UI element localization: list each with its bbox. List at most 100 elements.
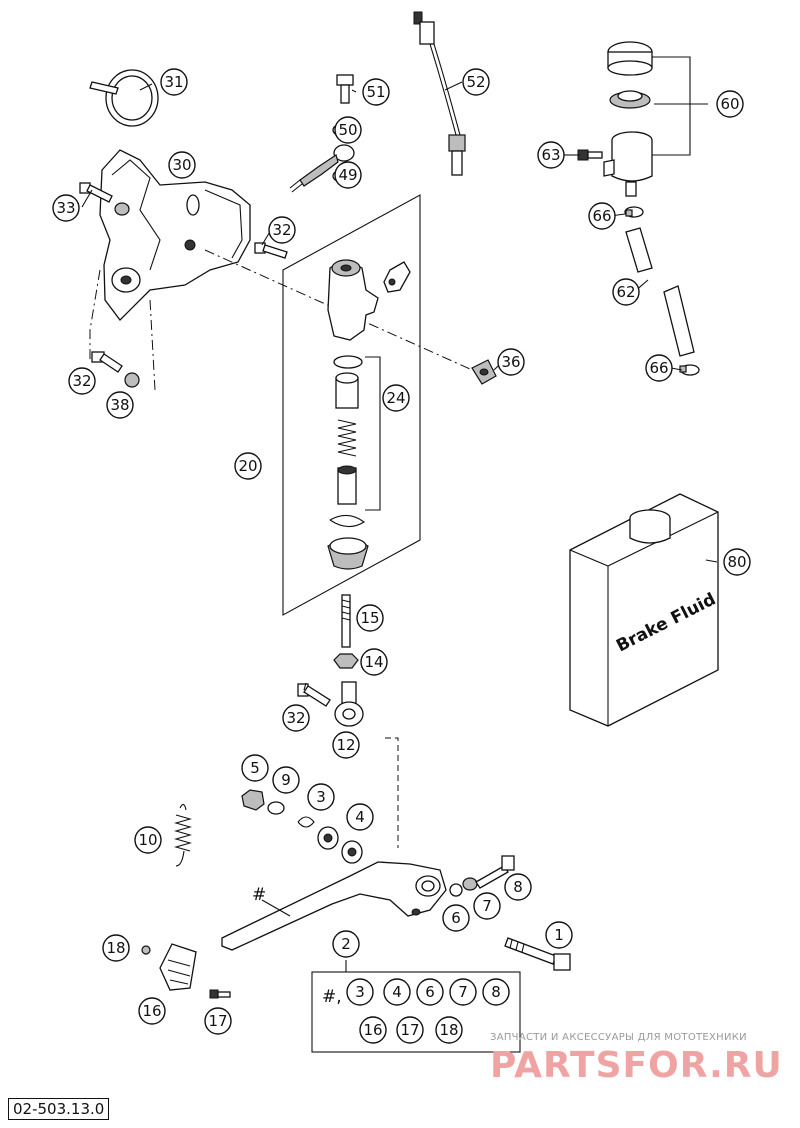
callout-label: 16 [142, 1002, 161, 1020]
piston-sleeve-part [335, 372, 359, 409]
callout-circle [645, 354, 673, 382]
kit-item-label: 17 [400, 1021, 419, 1039]
kit-item-18: 18 [435, 1016, 463, 1044]
callout-14: 14 [360, 648, 388, 676]
callout-circle [134, 826, 162, 854]
pivot-washer-part [267, 801, 285, 815]
pedal-screw-part [209, 989, 231, 999]
callout-60: 60 [716, 90, 744, 118]
callout-label: 66 [649, 359, 668, 377]
callout-66b: 66 [645, 354, 673, 382]
lever-screw-part [449, 855, 515, 897]
callout-label: 7 [482, 897, 492, 915]
callout-label: 33 [56, 199, 75, 217]
callout-circle [356, 604, 384, 632]
bracket-part [99, 149, 251, 321]
kit-item-7: 7 [449, 978, 477, 1006]
callout-circle [723, 548, 751, 576]
kit-item-circle [346, 978, 374, 1006]
callout-circle [334, 161, 362, 189]
callout-label: 17 [208, 1012, 227, 1030]
callout-label: 38 [110, 396, 129, 414]
callout-49: 49 [334, 161, 362, 189]
dust-boot-part [327, 537, 369, 570]
callout-circle [234, 452, 262, 480]
callout-circle [612, 278, 640, 306]
callout-20: 20 [234, 452, 262, 480]
callout-8: 8 [504, 873, 532, 901]
callout-label: 20 [238, 457, 257, 475]
callout-16: 16 [138, 997, 166, 1025]
callout-63: 63 [537, 141, 565, 169]
kit-item-label: 6 [425, 983, 435, 1001]
hose-end-part [289, 144, 355, 193]
banjo-bolt-part [336, 74, 354, 104]
callout-9: 9 [272, 766, 300, 794]
pivot-bolt-part [504, 937, 571, 971]
callout-circle [504, 873, 532, 901]
callout-label: 2 [341, 935, 351, 953]
kit-item-circle [482, 978, 510, 1006]
callout-10: 10 [134, 826, 162, 854]
screw-part [79, 182, 130, 216]
callout-circle [497, 348, 525, 376]
screw-part-lower [91, 351, 140, 388]
piston-part [337, 465, 357, 505]
callout-label: 80 [727, 553, 746, 571]
callout-circle [332, 930, 360, 958]
callout-32c: 32 [282, 704, 310, 732]
callout-circle [268, 216, 296, 244]
kit-item-3: 3 [346, 978, 374, 1006]
callout-80: 80 [723, 548, 751, 576]
callout-circle [360, 648, 388, 676]
clevis-part [334, 681, 364, 727]
callout-circle [241, 754, 269, 782]
callout-circle [272, 766, 300, 794]
circlip-part [329, 514, 365, 528]
watermark-brand: PARTSFOR.RU [490, 1045, 783, 1086]
callout-circle [106, 391, 134, 419]
lever-marker: # [252, 885, 266, 905]
callout-17: 17 [204, 1007, 232, 1035]
lock-nut-part [333, 653, 359, 669]
callout-32b: 32 [68, 367, 96, 395]
kit-item-circle [435, 1016, 463, 1044]
callout-33: 33 [52, 194, 80, 222]
callout-label: 5 [250, 759, 260, 777]
callout-51: 51 [362, 78, 390, 106]
kit-item-17: 17 [396, 1016, 424, 1044]
kit-item-16: 16 [359, 1016, 387, 1044]
callout-label: 50 [338, 121, 357, 139]
callout-label: 60 [720, 95, 739, 113]
callout-label: 63 [541, 146, 560, 164]
watermark-tagline: ЗАПЧАСТИ И АКСЕССУАРЫ ДЛЯ МОТОТЕХНИКИ [490, 1032, 747, 1043]
callout-label: 12 [336, 736, 355, 754]
callout-32a: 32 [268, 216, 296, 244]
kit-item-circle [449, 978, 477, 1006]
o-ring-part [333, 355, 363, 369]
callout-36: 36 [497, 348, 525, 376]
kit-item-label: 3 [355, 983, 365, 1001]
callout-4: 4 [346, 803, 374, 831]
callout-circle [334, 116, 362, 144]
reservoir-cap-part [607, 41, 653, 76]
callout-circle [52, 194, 80, 222]
callout-31: 31 [160, 68, 188, 96]
brake-pedal-lever [221, 861, 447, 951]
callout-38: 38 [106, 391, 134, 419]
callout-52: 52 [462, 68, 490, 96]
callout-circle [382, 384, 410, 412]
callout-label: 51 [366, 83, 385, 101]
callout-label: 6 [451, 909, 461, 927]
pedal-nut-part [141, 945, 151, 955]
screw-part-mid [297, 683, 331, 707]
callout-label: 24 [386, 389, 405, 407]
kit-item-label: 4 [392, 983, 402, 1001]
cable-tie-part [89, 69, 159, 127]
kit-item-label: 18 [439, 1021, 458, 1039]
callout-label: 49 [338, 166, 357, 184]
callout-circle [102, 934, 130, 962]
bearing-part [317, 826, 363, 864]
callout-circle [716, 90, 744, 118]
